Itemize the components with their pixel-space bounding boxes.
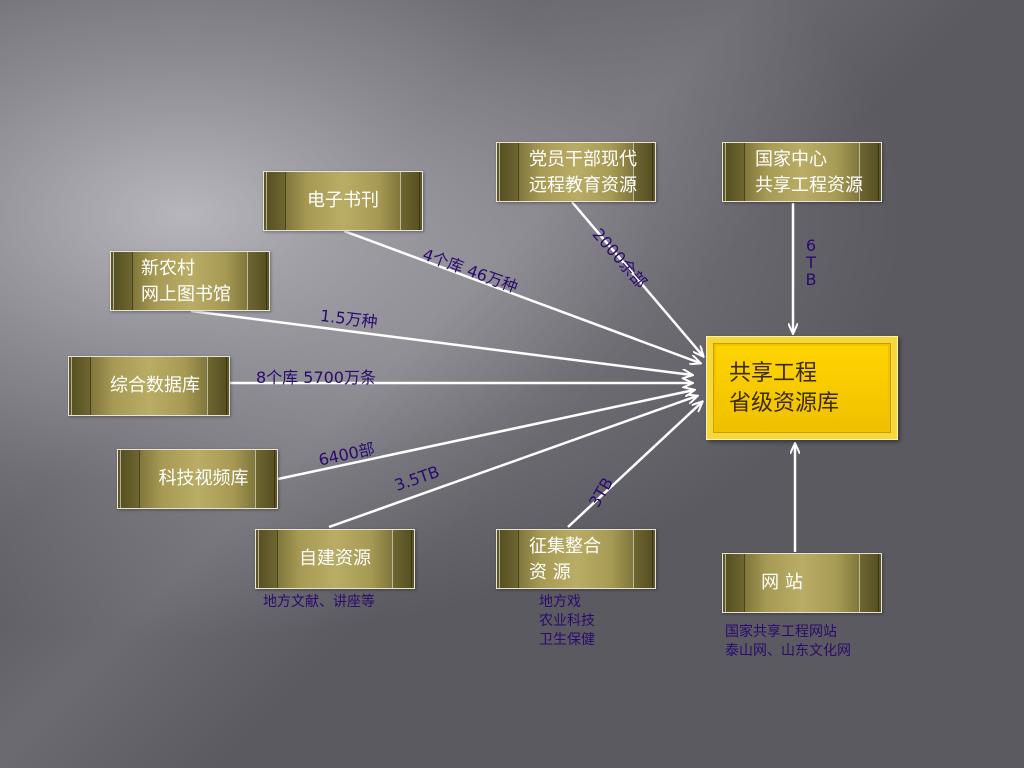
source-national-line2: 共享工程资源: [755, 175, 863, 196]
note-collected-line3: 卫生保健: [539, 632, 595, 648]
arrow-ebooks: [343, 229, 700, 363]
target-inner-panel: [716, 346, 888, 430]
source-party-education: 党员干部现代 远程教育资源: [496, 142, 656, 202]
arrow-video: [277, 390, 694, 481]
edge-label-national-char2: T: [806, 253, 816, 272]
source-rural-library: 新农村 网上图书馆: [110, 251, 270, 311]
source-rural-line2: 网上图书馆: [141, 284, 231, 305]
source-video-library: 科技视频库: [117, 449, 278, 509]
note-website: 国家共享工程网站 泰山网、山东文化网: [725, 623, 851, 661]
arrow-rural: [190, 309, 692, 375]
target-line2: 省级资源库: [729, 391, 840, 416]
note-selfbuilt: 地方文献、讲座等: [263, 594, 375, 610]
source-database-label: 综合数据库: [110, 375, 200, 396]
source-collected-line1: 征集整合: [529, 536, 601, 557]
note-collected: 地方戏 农业科技 卫生保健: [539, 593, 595, 650]
source-selfbuilt-label: 自建资源: [299, 548, 371, 569]
note-collected-line2: 农业科技: [539, 613, 595, 629]
edge-label-national-char3: B: [805, 270, 817, 289]
edge-label-database: 8个库 5700万条: [256, 368, 376, 387]
target-line1: 共享工程: [729, 361, 818, 386]
source-collected-line2: 资 源: [529, 562, 571, 583]
source-website-label: 网 站: [761, 572, 803, 593]
arrow-selfbuilt: [328, 396, 697, 529]
source-national-line1: 国家中心: [755, 149, 827, 170]
source-party-line1: 党员干部现代: [529, 149, 637, 170]
edge-label-national: 6 T B: [804, 237, 818, 288]
source-rural-line1: 新农村: [141, 258, 195, 279]
source-video-label: 科技视频库: [158, 468, 249, 489]
source-ebooks: 电子书刊: [263, 171, 423, 231]
target-provincial-repository: 共享工程 省级资源库: [706, 336, 898, 440]
source-party-line2: 远程教育资源: [529, 175, 637, 196]
note-collected-line1: 地方戏: [539, 594, 581, 610]
source-ebooks-label: 电子书刊: [307, 190, 379, 211]
source-website: 网 站: [722, 553, 882, 613]
source-national-center: 国家中心 共享工程资源: [722, 142, 882, 202]
edge-label-national-char1: 6: [805, 236, 817, 255]
source-self-built: 自建资源: [255, 529, 415, 589]
note-website-line2: 泰山网、山东文化网: [725, 643, 851, 659]
note-website-line1: 国家共享工程网站: [725, 624, 837, 640]
arrow-collected: [567, 402, 702, 528]
source-collected: 征集整合 资 源: [496, 529, 656, 589]
source-comprehensive-database: 综合数据库: [68, 356, 230, 416]
arrow-party: [571, 201, 703, 356]
